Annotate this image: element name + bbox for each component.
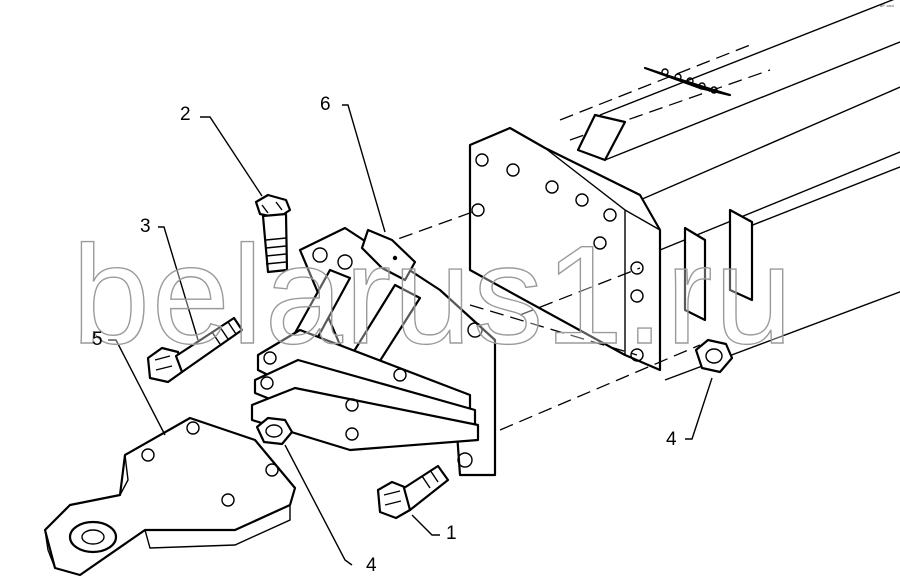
bracket	[250, 226, 497, 477]
plate-tag	[360, 228, 417, 282]
callout-1: 1	[446, 523, 457, 544]
watermark: belarus1.ru	[71, 216, 795, 373]
frame-rails	[559, 0, 900, 381]
callout-5: 5	[92, 329, 103, 350]
drawbar	[43, 416, 297, 577]
corner-mark: ᵃᴾ ᵒᵒᵒ	[880, 4, 894, 11]
callout-3: 3	[140, 216, 151, 237]
callout-4-right: 4	[666, 429, 677, 450]
nut	[255, 416, 294, 446]
leader-lines	[108, 104, 713, 566]
callout-2: 2	[180, 104, 191, 125]
nut	[694, 338, 734, 374]
callout-4-left: 4	[366, 555, 377, 576]
callout-6: 6	[320, 94, 331, 115]
bolt	[376, 464, 450, 520]
bolt	[146, 316, 244, 384]
bolt	[254, 193, 292, 274]
mounting-plate	[468, 126, 662, 372]
rail-holes	[661, 68, 718, 94]
